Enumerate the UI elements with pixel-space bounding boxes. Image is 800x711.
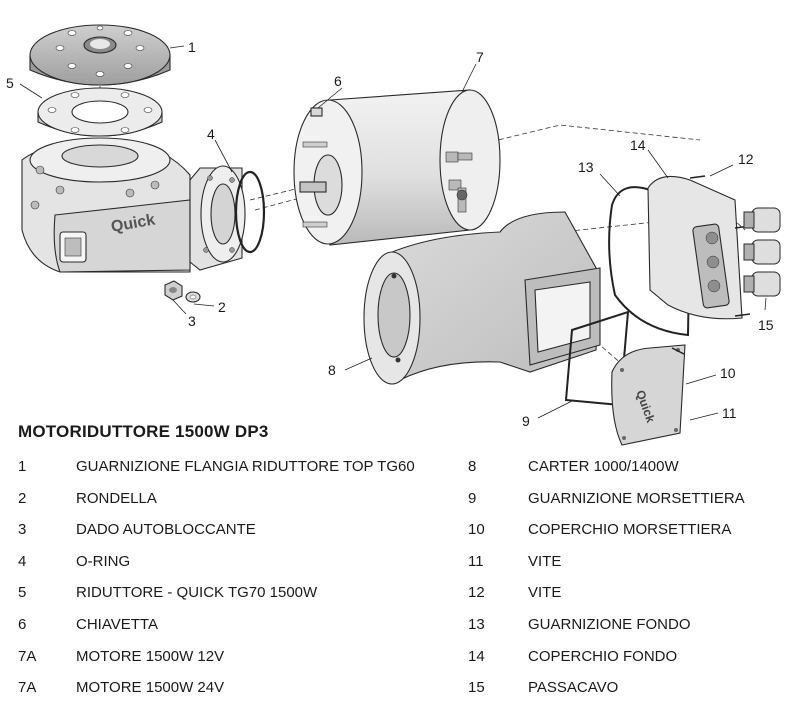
- part-number: 8: [468, 458, 477, 475]
- callout-11: 11: [722, 405, 737, 421]
- callout-6: 6: [334, 73, 342, 89]
- part-8-carter: [363, 211, 601, 385]
- part-number: 14: [468, 647, 485, 665]
- callout-numbers: 1 2 3 4 5 6 7 8 9 10 11 12 13 14 15: [6, 39, 774, 429]
- part-14-bottom-cover: [647, 175, 743, 320]
- part-label: VITE: [528, 584, 562, 602]
- part-label: MOTORE 1500W 24V: [76, 679, 225, 697]
- callout-14: 14: [630, 137, 646, 153]
- part-row: 15 PASSACAVO: [468, 679, 745, 711]
- part-label: COPERCHIO MORSETTIERA: [528, 521, 732, 539]
- part-label: COPERCHIO FONDO: [528, 647, 678, 665]
- part-number: 12: [468, 584, 485, 602]
- callout-leaders: [19, 45, 767, 421]
- part-4-o-ring: [234, 170, 266, 254]
- part-label: RIDUTTORE - QUICK TG70 1500W: [76, 584, 318, 602]
- part-row: 11 VITE: [468, 553, 745, 585]
- part-3-nut: [164, 280, 183, 301]
- part-row: 7A MOTORE 1500W 12V: [18, 648, 415, 680]
- part-number: 7A: [18, 647, 37, 665]
- part-number: 10: [468, 521, 485, 539]
- part-number: 1: [18, 458, 27, 475]
- part-6-key: [310, 107, 323, 117]
- callout-2: 2: [218, 299, 226, 315]
- callout-10: 10: [720, 365, 736, 381]
- part-15-cable-glands: [743, 207, 781, 297]
- part-row: 6 CHIAVETTA: [18, 616, 415, 648]
- part-number: 6: [18, 615, 27, 633]
- part-label: CARTER 1000/1400W: [528, 458, 679, 475]
- part-label: RONDELLA: [76, 489, 157, 507]
- part-row: 10 COPERCHIO MORSETTIERA: [468, 521, 745, 553]
- part-label: PASSACAVO: [528, 679, 619, 697]
- part-row: 12 VITE: [468, 584, 745, 616]
- part-row: 4 O-RING: [18, 553, 415, 585]
- callout-4: 4: [207, 126, 215, 142]
- part-13-bottom-gasket: [608, 186, 692, 337]
- part-number: 4: [18, 552, 27, 570]
- part-row: 13 GUARNIZIONE FONDO: [468, 616, 745, 648]
- part-row: 7A MOTORE 1500W 24V: [18, 679, 415, 711]
- part-10-terminal-cover: Quick: [611, 344, 686, 446]
- motor-terminal-studs: [445, 151, 473, 213]
- part-5-flange-ring: [37, 87, 163, 137]
- callout-3: 3: [188, 313, 196, 329]
- part-number: 3: [18, 521, 27, 539]
- part-row: 2 RONDELLA: [18, 490, 415, 522]
- part-row: 9 GUARNIZIONE MORSETTIERA: [468, 490, 745, 522]
- parts-list-right: 8 CARTER 1000/1400W 9 GUARNIZIONE MORSETTI…: [468, 458, 745, 711]
- part-11-12-screws: [671, 175, 751, 355]
- callout-7: 7: [476, 49, 484, 65]
- part-number: 11: [468, 552, 484, 570]
- part-label: DADO AUTOBLOCCANTE: [76, 521, 256, 539]
- part-1-flange-gasket: [29, 24, 171, 86]
- part-row: 14 COPERCHIO FONDO: [468, 648, 745, 680]
- part-number: 13: [468, 615, 485, 633]
- part-number: 9: [468, 489, 477, 507]
- callout-8: 8: [328, 362, 336, 378]
- gearbox-body: Quick: [21, 137, 191, 273]
- part-7-motor: [293, 89, 501, 246]
- callout-15: 15: [758, 317, 774, 333]
- callout-12: 12: [738, 151, 754, 167]
- callout-13: 13: [578, 159, 594, 175]
- part-number: 5: [18, 584, 27, 602]
- part-label: VITE: [528, 552, 562, 570]
- part-number: 7A: [18, 679, 37, 697]
- part-row: 5 RIDUTTORE - QUICK TG70 1500W: [18, 584, 415, 616]
- part-label: MOTORE 1500W 12V: [76, 647, 225, 665]
- part-label: GUARNIZIONE FLANGIA RIDUTTORE TOP TG60: [76, 458, 415, 475]
- part-row: 8 CARTER 1000/1400W: [468, 458, 745, 490]
- part-label: GUARNIZIONE MORSETTIERA: [528, 489, 745, 507]
- part-label: CHIAVETTA: [76, 615, 158, 633]
- callout-5: 5: [6, 75, 14, 91]
- part-label: GUARNIZIONE FONDO: [528, 615, 691, 633]
- part-2-washer: [185, 291, 201, 303]
- part-number: 15: [468, 679, 485, 697]
- callout-1: 1: [188, 39, 196, 55]
- exploded-diagram: Quick: [6, 24, 781, 446]
- part-row: 3 DADO AUTOBLOCCANTE: [18, 521, 415, 553]
- part-row: 1 GUARNIZIONE FLANGIA RIDUTTORE TOP TG60: [18, 458, 415, 490]
- part-label: O-RING: [76, 552, 131, 570]
- gearbox-motor-flange: [189, 165, 246, 271]
- part-number: 2: [18, 489, 27, 507]
- callout-9: 9: [522, 413, 530, 429]
- diagram-title: MOTORIDUTTORE 1500W DP3: [18, 422, 269, 441]
